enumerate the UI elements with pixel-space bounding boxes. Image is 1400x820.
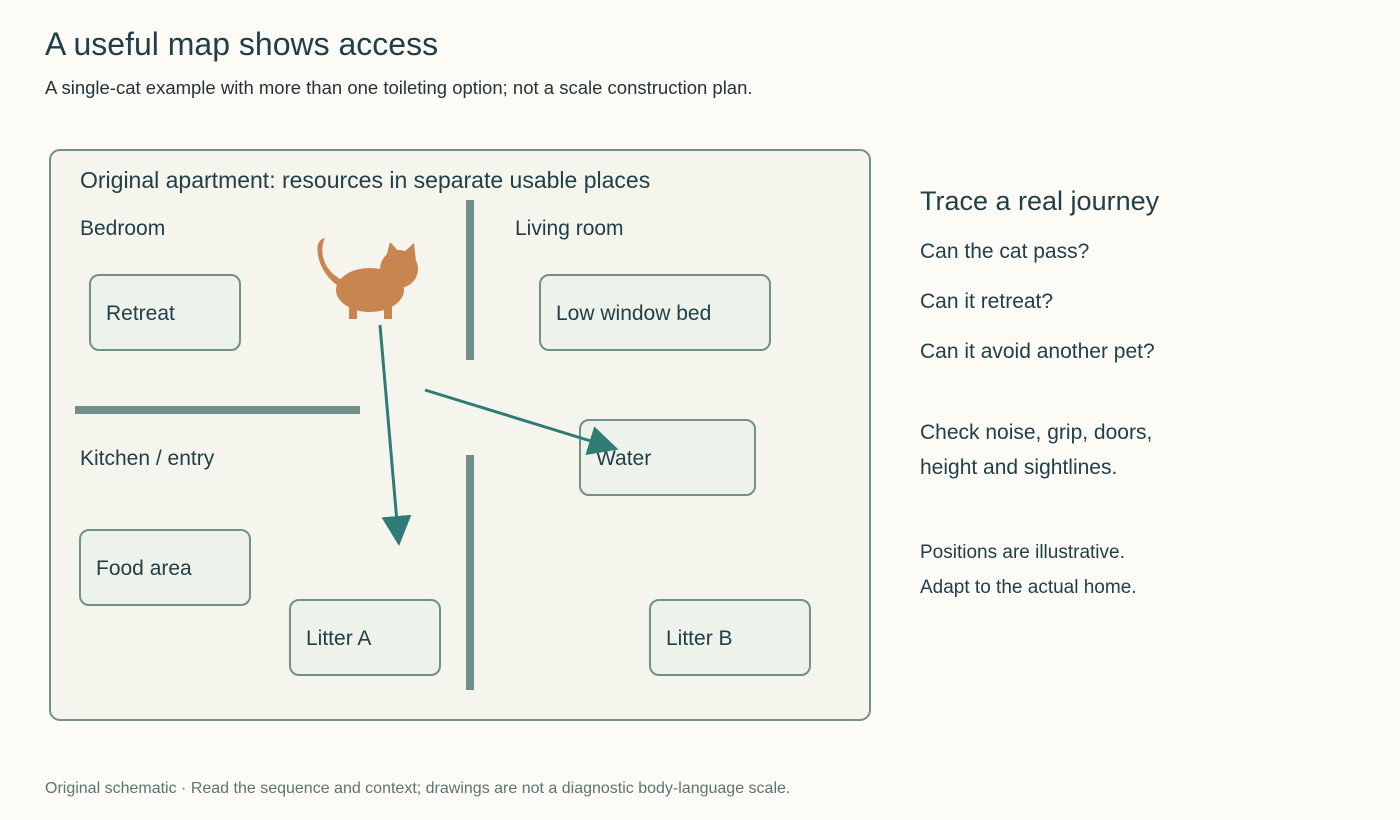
resource-litter-a: Litter A bbox=[289, 599, 441, 676]
room-label-bedroom: Bedroom bbox=[80, 217, 165, 240]
resource-label: Food area bbox=[96, 557, 192, 580]
room-label-living-room: Living room bbox=[515, 217, 624, 240]
resource-water: Water bbox=[579, 419, 756, 496]
map-heading: Original apartment: resources in separat… bbox=[80, 167, 650, 193]
question-pass: Can the cat pass? bbox=[920, 240, 1090, 263]
disclaimer-line: Positions are illustrative. bbox=[920, 542, 1125, 563]
resource-label: Water bbox=[596, 447, 651, 470]
check-note: Check noise, grip, doors, height and sig… bbox=[920, 415, 1152, 485]
journey-arrow-to-litter-a bbox=[378, 324, 412, 546]
resource-label: Litter A bbox=[306, 627, 371, 650]
page-subtitle: A single-cat example with more than one … bbox=[45, 77, 753, 98]
disclaimer-line: Adapt to the actual home. bbox=[920, 577, 1137, 598]
page-title: A useful map shows access bbox=[45, 26, 439, 62]
footer-note: Original schematic · Read the sequence a… bbox=[45, 780, 791, 797]
question-avoid: Can it avoid another pet? bbox=[920, 340, 1155, 363]
cat-icon bbox=[317, 238, 418, 319]
resource-food-area: Food area bbox=[79, 529, 251, 606]
resource-retreat: Retreat bbox=[89, 274, 241, 351]
panel-heading: Trace a real journey bbox=[920, 186, 1160, 216]
wall-horizontal bbox=[75, 406, 360, 414]
resource-label: Litter B bbox=[666, 627, 733, 650]
wall-lower-vertical bbox=[466, 455, 474, 690]
question-retreat: Can it retreat? bbox=[920, 290, 1054, 313]
resource-label: Low window bed bbox=[556, 302, 711, 325]
journey-panel: Trace a real journey Can the cat pass? C… bbox=[920, 0, 1360, 820]
check-note-line: height and sightlines. bbox=[920, 456, 1118, 479]
room-label-kitchen-entry: Kitchen / entry bbox=[80, 447, 215, 470]
journey-arrow-to-water bbox=[424, 388, 619, 456]
check-note-line: Check noise, grip, doors, bbox=[920, 421, 1153, 444]
disclaimer-note: Positions are illustrative. Adapt to the… bbox=[920, 535, 1137, 605]
resource-low-window-bed: Low window bed bbox=[539, 274, 771, 351]
wall-upper-vertical bbox=[466, 200, 474, 360]
resource-litter-b: Litter B bbox=[649, 599, 811, 676]
resource-label: Retreat bbox=[106, 302, 175, 325]
